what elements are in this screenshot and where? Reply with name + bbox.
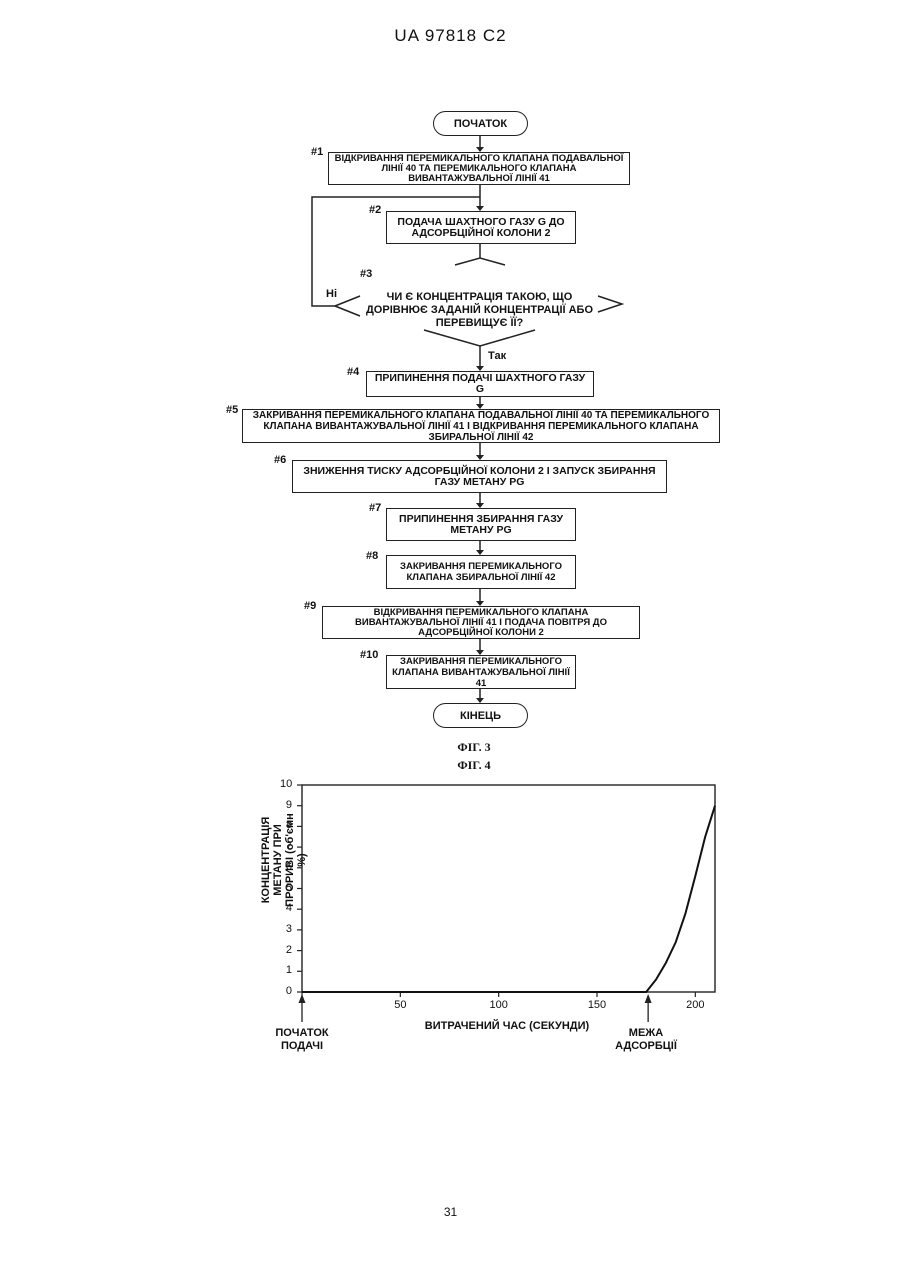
annotation-adsorption-limit: МЕЖА АДСОРБЦІЇ: [606, 1027, 686, 1053]
x-axis-label: ВИТРАЧЕНИЙ ЧАС (СЕКУНДИ): [392, 1020, 622, 1033]
y-tick-label: 3: [280, 923, 292, 935]
x-tick-label: 150: [582, 999, 612, 1011]
series-line: [302, 806, 715, 992]
y-tick-label: 1: [280, 964, 292, 976]
annotation-feed-start: ПОЧАТОК ПОДАЧІ: [262, 1027, 342, 1053]
x-tick-label: 100: [484, 999, 514, 1011]
annotation-arrowhead: [299, 994, 306, 1003]
y-tick-label: 0: [280, 985, 292, 997]
y-tick-label: 2: [280, 944, 292, 956]
plot-frame: [302, 785, 715, 992]
x-tick-label: 50: [385, 999, 415, 1011]
x-tick-label: 200: [680, 999, 710, 1011]
y-tick-label: 9: [280, 799, 292, 811]
y-tick-label: 10: [280, 778, 292, 790]
annotation-arrowhead: [645, 994, 652, 1003]
page-number: 31: [0, 1205, 901, 1219]
y-axis-label: КОНЦЕНТРАЦІЯ МЕТАНУ ПРИ ПРОРИВІ (об'ємн …: [260, 810, 308, 910]
